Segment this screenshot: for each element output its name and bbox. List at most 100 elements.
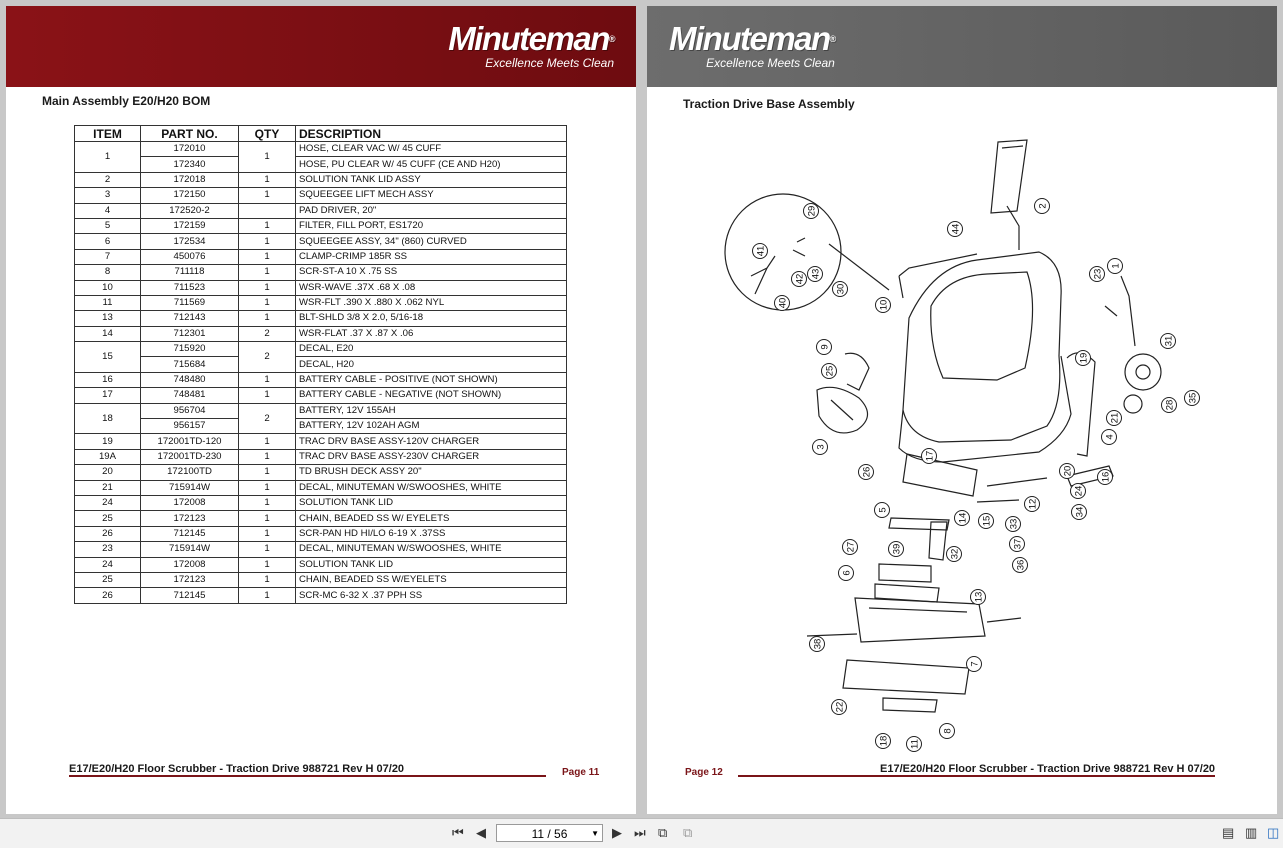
fit-page-icon[interactable]: ⧉ [658,825,668,840]
qty-cell: 2 [238,402,296,435]
callout-44: 44 [947,221,963,237]
page-indicator-text: 11 / 56 [531,827,568,841]
table-header-row: ITEM PART NO. QTY DESCRIPTION [74,125,567,142]
callout-circle [1034,198,1050,214]
callout-27: 27 [842,539,858,555]
wheel-caster [1123,394,1143,414]
last-page-icon[interactable]: ⏭ [634,825,646,840]
single-page-icon[interactable]: ▤ [1222,825,1235,840]
prev-page-icon[interactable]: ◀ [476,825,486,840]
part-number-cell: 172340 [140,156,239,173]
qty-cell: 1 [238,279,296,296]
callout-28: 28 [1161,397,1177,413]
callout-label: 3 [816,444,827,449]
callout-label: 10 [879,300,890,311]
description-cell: DECAL, H20 [295,356,567,373]
first-page-icon[interactable]: ⏮ [452,825,464,840]
item-cell: 19A [74,448,141,466]
callout-37: 37 [1009,536,1025,552]
item-cell: 25 [74,571,141,589]
footer-rule [738,775,1215,777]
callout-circle [970,589,986,605]
part-number-cell: 712145 [140,525,239,543]
callout-circle [954,510,970,526]
qty-cell: 1 [238,494,296,512]
item-cell: 10 [74,279,141,296]
callout-41: 41 [752,243,768,259]
next-page-icon[interactable]: ▶ [612,825,622,840]
continuous-icon[interactable]: ▥ [1245,825,1258,840]
header-banner: Minuteman® Excellence Meets Clean [647,6,1277,87]
part-number-cell: 715914W [140,541,239,558]
item-cell: 26 [74,525,141,543]
callout-label: 16 [1101,472,1112,483]
document-footer: E17/E20/H20 Floor Scrubber - Traction Dr… [69,763,405,775]
callout-label: 14 [958,513,969,524]
footer-rule [69,775,546,777]
right-page: Minuteman® Excellence Meets Clean Tracti… [647,6,1277,814]
left-page: Minuteman® Excellence Meets Clean Main A… [6,6,636,814]
tank-opening [930,271,1034,381]
page-indicator[interactable]: 11 / 56 ▼ [496,824,603,842]
two-page-icon[interactable]: ◫ [1267,825,1280,840]
callout-label: 31 [1164,336,1175,347]
callout-42: 42 [791,271,807,287]
part-number-cell: 712301 [140,325,239,343]
wheel [1124,353,1162,391]
description-cell: TRAC DRV BASE ASSY-230V CHARGER [295,448,567,466]
callout-circle [1059,463,1075,479]
callout-label: 7 [970,661,981,666]
item-cell: 16 [74,371,141,389]
callout-25: 25 [821,363,837,379]
callout-circle [888,541,904,557]
callout-label: 1 [1111,263,1122,268]
base-tray [842,659,970,695]
description-cell: SOLUTION TANK LID [295,494,567,512]
qty-cell: 2 [238,325,296,343]
callout-35: 35 [1184,390,1200,406]
callout-23: 23 [1089,266,1105,282]
detail-circle [724,193,842,311]
callout-circle [875,297,891,313]
tank-body [902,251,1062,443]
part-number-cell: 172008 [140,556,239,573]
callout-label: 37 [1013,539,1024,550]
callout-label: 40 [778,298,789,309]
callout-circle [807,266,823,282]
part-number-cell: 715684 [140,356,239,373]
qty-cell: 1 [238,371,296,389]
callout-circle [946,546,962,562]
page-title: Traction Drive Base Assembly [683,97,855,111]
fit-width-icon[interactable]: ⧉ [683,825,693,840]
description-cell: BATTERY CABLE - NEGATIVE (NOT SHOWN) [295,387,567,404]
callout-3: 3 [812,439,828,455]
description-cell: DECAL, MINUTEMAN W/SWOOSHES, WHITE [295,541,567,558]
callout-label: 20 [1063,466,1074,477]
chevron-down-icon[interactable]: ▼ [591,829,599,838]
callout-31: 31 [1160,333,1176,349]
item-cell: 19 [74,433,141,450]
callout-19: 19 [1075,350,1091,366]
side-rails [976,465,1114,503]
description-cell: CLAMP-CRIMP 185R SS [295,248,567,266]
qty-cell: 1 [238,233,296,250]
description-cell: DECAL, E20 [295,341,567,358]
callout-11: 11 [906,736,922,752]
callout-label: 44 [951,224,962,235]
qty-cell: 1 [238,171,296,189]
callout-label: 32 [950,549,961,560]
callout-circle [816,339,832,355]
callout-label: 5 [878,507,889,512]
callout-8: 8 [939,723,955,739]
description-cell: BLT-SHLD 3/8 X 2.0, 5/16-18 [295,310,567,327]
callout-label: 6 [842,570,853,575]
